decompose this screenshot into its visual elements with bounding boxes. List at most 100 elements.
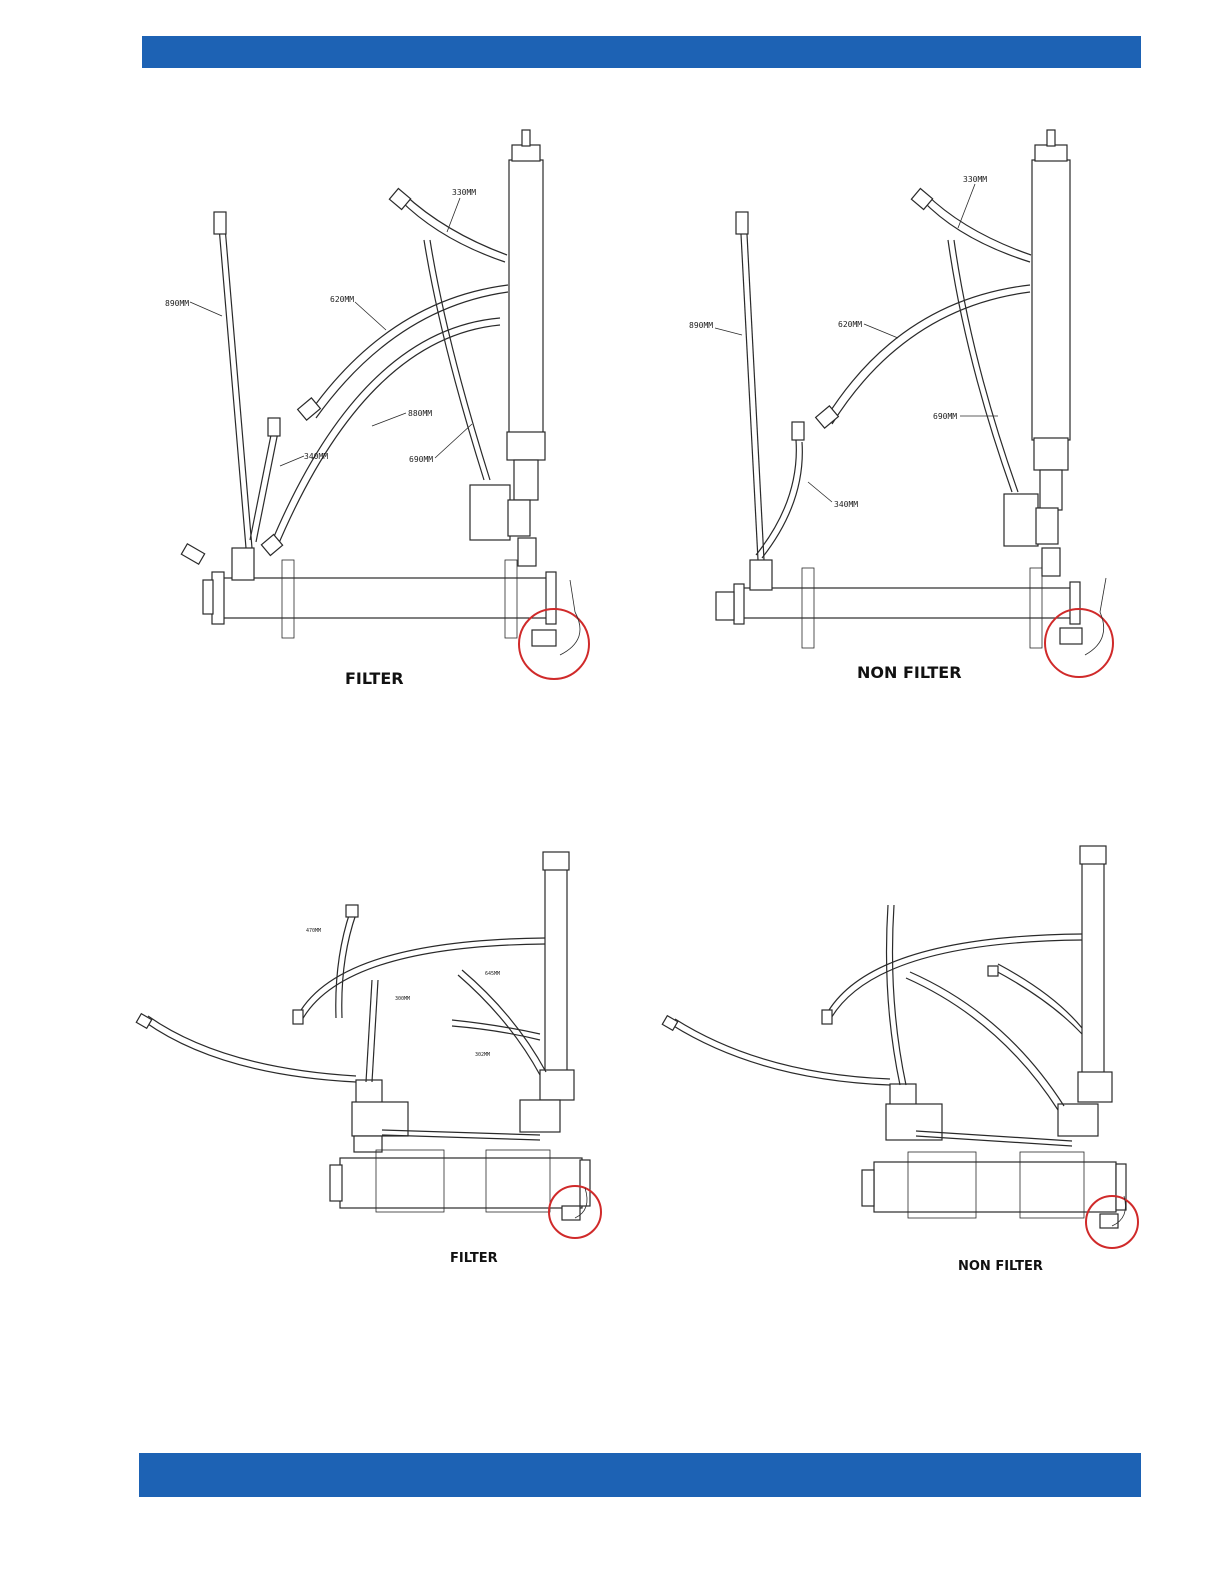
manifold-end-left [330, 1165, 342, 1201]
top-hose-fitting [293, 1010, 303, 1024]
hose-880 [270, 318, 500, 546]
drain-valve [532, 630, 556, 646]
label-340: 340MM [304, 452, 328, 461]
column-cap [1080, 846, 1106, 864]
top-hose [298, 938, 545, 1015]
valve-top-left [356, 1080, 382, 1104]
filter-column [509, 160, 543, 435]
manifold-end-left [862, 1170, 874, 1206]
hose-690 [424, 240, 484, 480]
label-340: 340MM [834, 500, 858, 509]
label-690: 690MM [409, 455, 433, 464]
long-hose-fitting [136, 1014, 151, 1029]
manifold-pipe [742, 588, 1072, 618]
label-645: 645MM [485, 971, 500, 977]
left-elbow [181, 544, 204, 564]
label-330: 330MM [452, 188, 476, 197]
hose-330-fitting [911, 188, 932, 209]
hose-470 [336, 912, 350, 1018]
label-302: 302MM [475, 1052, 490, 1058]
manifold-pipe [220, 578, 550, 618]
diagram-top-left-filter: 890MM 330MM 620MM 880MM 340MM 690MM FILT… [165, 130, 589, 688]
manifold-flange-right [1116, 1164, 1126, 1210]
label-690: 690MM [933, 412, 957, 421]
filter-column [545, 868, 567, 1073]
column-cap [1035, 145, 1067, 161]
column-base [1078, 1072, 1112, 1102]
column-cap [543, 852, 569, 870]
manifold-flange-right [1070, 582, 1080, 624]
column-coupling [1040, 470, 1062, 510]
drain-valve [562, 1206, 580, 1220]
manifold-flange-right [580, 1160, 590, 1206]
top-hose [826, 934, 1082, 1015]
manifold-flange-left [734, 584, 744, 624]
upper-right-hose [994, 970, 1082, 1034]
diagonal-hose [906, 978, 1058, 1110]
label-890: 890MM [165, 299, 189, 308]
long-hose [672, 1025, 890, 1085]
hose-340-fitting [792, 422, 804, 440]
manifold-pipe [874, 1162, 1116, 1212]
column-base [507, 432, 545, 460]
solenoid-box [470, 485, 510, 540]
valve-body-right [520, 1100, 560, 1132]
column-base [540, 1070, 574, 1100]
hose-330 [400, 200, 505, 262]
hose-880-fitting [261, 534, 282, 555]
hose-300 [366, 980, 372, 1082]
caption-non-filter-bottom: NON FILTER [958, 1259, 1043, 1274]
cross-pipe [916, 1136, 1072, 1146]
top-hose-fitting [822, 1010, 832, 1024]
diagram-bottom-left-filter: 470MM 645MM 300MM 302MM FILTER [136, 852, 601, 1266]
cross-pipe [382, 1135, 540, 1140]
column-valve [1047, 130, 1055, 146]
caption-non-filter-top: NON FILTER [857, 663, 962, 682]
solenoid-box [1004, 494, 1038, 546]
valve-body [1036, 508, 1058, 544]
left-tee [750, 560, 772, 590]
valve-bottom-left [354, 1136, 382, 1152]
drain-valve [1060, 628, 1082, 644]
hose-620 [310, 285, 508, 412]
riser-fitting [518, 538, 536, 566]
valve-body-left [886, 1104, 942, 1140]
valve-body-right [1058, 1104, 1098, 1136]
filter-column [1082, 862, 1104, 1074]
hose-620 [826, 285, 1030, 418]
manifold-flange-right [546, 572, 556, 624]
hose-340-fitting [268, 418, 280, 436]
diagram-top-right-non-filter: 330MM 890MM 620MM 690MM 340MM NON FILTER [689, 130, 1113, 682]
riser-fitting [1042, 548, 1060, 576]
manifold-flange-left [212, 572, 224, 624]
drain-valve [1100, 1214, 1118, 1228]
hose-340 [250, 430, 272, 540]
diagram-bottom-right-non-filter: NON FILTER [662, 846, 1138, 1274]
end-cap [716, 592, 734, 620]
label-880: 880MM [408, 409, 432, 418]
label-300: 300MM [395, 996, 410, 1002]
valve-body [508, 500, 530, 536]
column-base [1034, 438, 1068, 470]
end-cap [203, 580, 213, 614]
label-330: 330MM [963, 175, 987, 184]
label-890: 890MM [689, 321, 713, 330]
hose-890-fitting [736, 212, 748, 234]
left-tee [232, 548, 254, 580]
hose-890 [218, 215, 246, 548]
label-470: 470MM [306, 928, 321, 934]
long-hose-fitting [662, 1016, 677, 1031]
label-620: 620MM [330, 295, 354, 304]
hose-890-fitting [214, 212, 226, 234]
caption-filter-bottom: FILTER [450, 1251, 498, 1266]
hose-470-fitting [346, 905, 358, 917]
column-valve [522, 130, 530, 146]
hose-690 [948, 240, 1012, 492]
upper-right-hose-fitting [988, 966, 998, 976]
hose-645 [458, 975, 540, 1075]
hose-620-fitting [816, 406, 839, 428]
caption-filter-top: FILTER [345, 669, 404, 688]
column-coupling [514, 460, 538, 500]
label-620: 620MM [838, 320, 862, 329]
